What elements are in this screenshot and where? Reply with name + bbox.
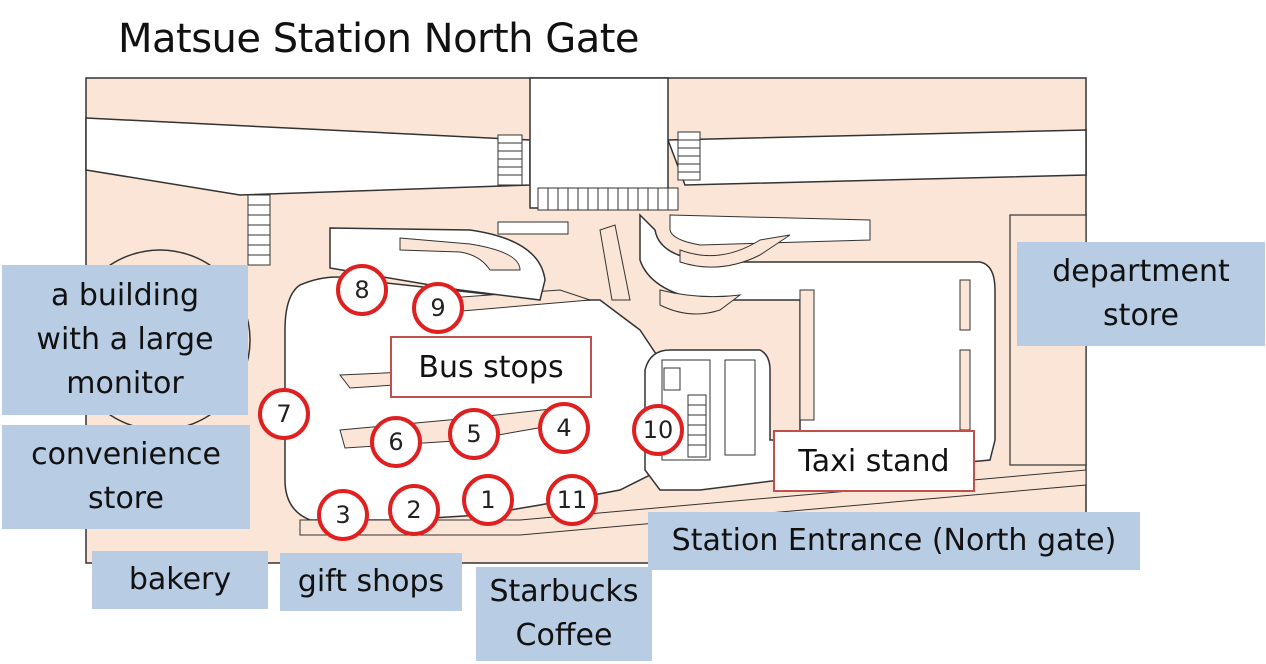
bus-stop-5: 5 [448, 408, 500, 460]
page-title: Matsue Station North Gate [118, 16, 640, 62]
label-line: convenience [31, 437, 221, 472]
ramp-bar [497, 221, 569, 235]
bus-stop-10: 10 [632, 404, 684, 456]
label-department-store: department store [1017, 242, 1265, 346]
stairs-side [247, 194, 271, 266]
label-building-monitor: a building with a large monitor [2, 265, 248, 415]
stairs-right [677, 131, 701, 181]
label-convenience-store: convenience store [2, 425, 250, 529]
label-line: with a large [36, 322, 214, 357]
label-line: a building [50, 278, 200, 313]
front-road [299, 469, 1087, 536]
median-2 [659, 289, 742, 315]
median-4 [959, 279, 971, 331]
stairs-center [537, 187, 679, 211]
taxi-curve [679, 234, 791, 268]
label-bus-stops: Bus stops [390, 336, 592, 398]
ramp-upper [329, 227, 546, 301]
shelter-b [724, 359, 756, 456]
label-line: Coffee [515, 618, 613, 653]
top-road-right [666, 129, 1087, 186]
label-taxi-stand: Taxi stand [773, 430, 975, 492]
shelter-steps [663, 367, 707, 458]
bus-stop-4: 4 [538, 402, 590, 454]
label-starbucks: Starbucks Coffee [476, 567, 652, 661]
median-1 [599, 224, 631, 301]
median-5 [959, 349, 971, 431]
bus-stop-11: 11 [546, 474, 598, 526]
north-corridor [529, 77, 669, 209]
label-station-entrance: Station Entrance (North gate) [648, 512, 1140, 570]
top-road [85, 117, 531, 196]
label-bakery: bakery [92, 551, 268, 609]
taxi-inner [669, 214, 871, 246]
bus-stop-3: 3 [317, 489, 369, 541]
bus-stop-8: 8 [336, 264, 388, 316]
label-gift-shops: gift shops [280, 553, 462, 611]
bus-stop-1: 1 [462, 474, 514, 526]
label-line: store [88, 481, 164, 516]
label-line: store [1103, 298, 1179, 333]
stairs-left [497, 134, 523, 186]
bus-stop-7: 7 [258, 388, 310, 440]
label-line: monitor [66, 366, 184, 401]
median-3 [799, 289, 815, 421]
ramp-inner [399, 237, 521, 271]
bus-stop-2: 2 [388, 484, 440, 536]
label-line: department [1052, 254, 1230, 289]
bus-stop-6: 6 [370, 416, 422, 468]
label-line: Starbucks [489, 574, 639, 609]
bus-stop-9: 9 [412, 282, 464, 334]
